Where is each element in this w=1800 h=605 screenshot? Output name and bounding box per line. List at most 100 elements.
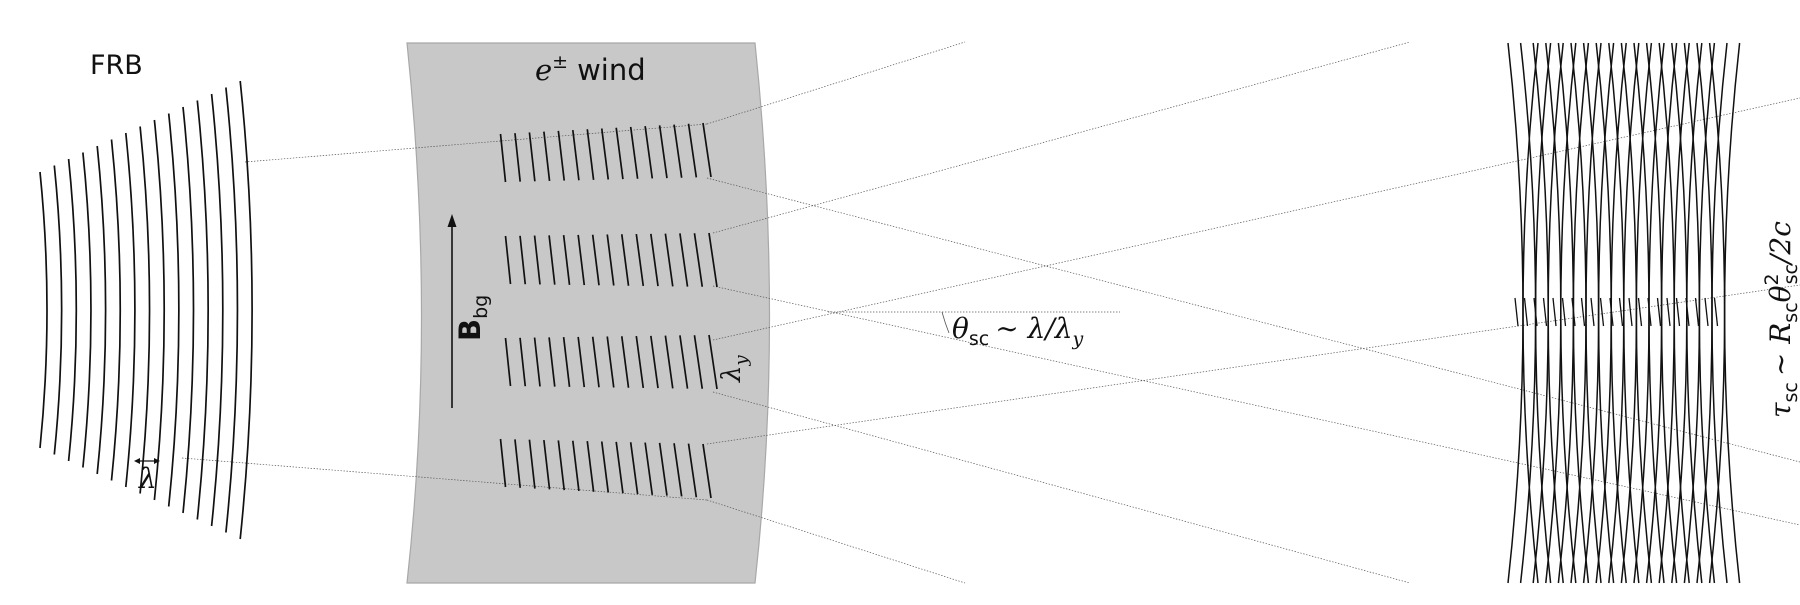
scattered-front-b <box>1673 42 1690 584</box>
scattered-tick <box>1637 297 1643 327</box>
frb-wavefront <box>225 87 239 533</box>
scattered-tick <box>1599 297 1605 327</box>
grating-stroke <box>519 235 527 285</box>
grating-stroke <box>693 233 704 287</box>
theta-angle-arc <box>941 311 950 334</box>
ray-line <box>706 499 966 584</box>
grating-stroke <box>499 133 507 183</box>
scattered-tick <box>1552 297 1557 327</box>
scattered-front-b <box>1723 42 1741 584</box>
ray-line <box>712 97 1800 341</box>
grating-stroke <box>548 337 556 387</box>
wind-label: e±wind <box>535 51 646 87</box>
ray-line <box>181 457 708 501</box>
grating-stroke <box>708 334 718 390</box>
grating-stroke <box>543 439 551 490</box>
scattered-tick <box>1561 297 1567 327</box>
scattered-tick <box>1713 297 1719 327</box>
scattered-front-a <box>1507 42 1524 584</box>
grating-stroke <box>528 439 536 489</box>
scattered-wavefronts <box>1507 42 1741 584</box>
ray-line <box>712 41 1411 234</box>
grating-stroke <box>650 335 659 389</box>
grating-stroke <box>504 235 512 285</box>
grating-stroke <box>620 336 630 388</box>
grating-stroke <box>504 337 512 387</box>
grating-stroke <box>635 233 645 287</box>
grating-stroke <box>708 232 718 288</box>
grating-stroke <box>702 122 712 178</box>
scattered-tick <box>1533 297 1538 327</box>
grating-stroke <box>629 442 639 495</box>
scattered-front-b <box>1635 42 1653 584</box>
grating-stroke <box>562 337 571 387</box>
grating-stroke <box>673 124 683 178</box>
grating-stroke <box>548 235 556 285</box>
grating-stroke <box>600 128 610 180</box>
magnetic-field-arrow <box>447 214 457 408</box>
scattered-tick <box>1694 297 1700 327</box>
grating-stroke <box>606 234 615 286</box>
grating-stroke <box>562 235 571 285</box>
scattered-front-b <box>1560 42 1577 584</box>
grating-stroke <box>687 123 698 178</box>
ray-line <box>706 177 1800 463</box>
ray-line <box>706 284 1800 445</box>
frb-wavefront <box>239 80 253 540</box>
frb-wavefront <box>39 171 48 449</box>
grating-stroke <box>499 438 507 488</box>
scattered-tick <box>1628 297 1633 327</box>
frb-wavefront <box>210 93 224 527</box>
grating-stroke <box>644 442 654 495</box>
grating-stroke <box>528 132 536 182</box>
grating-stroke <box>514 133 522 182</box>
frb-wavefront <box>196 100 209 520</box>
ray-line <box>712 285 1800 526</box>
grating-stroke <box>591 234 600 286</box>
scattered-tick <box>1514 297 1519 327</box>
grating-stroke <box>702 443 712 499</box>
lambda-y-label: λy <box>717 355 752 383</box>
grating-stroke <box>664 233 674 287</box>
frb-wavefront <box>139 126 151 494</box>
ray-lines <box>181 41 1800 584</box>
theta-sc-label: θsc∼ λ/λy <box>952 312 1084 350</box>
grating-stroke <box>606 336 615 388</box>
ray-line <box>706 41 966 125</box>
grating-stroke <box>600 441 610 493</box>
grating-stroke <box>533 337 541 387</box>
frb-wavefront <box>153 119 166 501</box>
grating-stroke <box>577 234 586 286</box>
grating-stroke <box>658 442 668 496</box>
scattered-tick <box>1666 297 1671 327</box>
scattered-tick <box>1704 297 1709 327</box>
scattered-tick <box>1571 297 1576 327</box>
grating-stroke <box>658 125 668 179</box>
frb-wavefronts <box>39 80 253 540</box>
scattered-front-b <box>1597 42 1615 584</box>
scattered-tick <box>1675 297 1681 327</box>
scattered-tick <box>1580 297 1586 327</box>
frb-wavefront <box>110 139 122 481</box>
grating-stroke <box>629 126 639 179</box>
grating-stroke <box>533 235 541 285</box>
grating-stroke <box>615 127 624 180</box>
scattered-front-b <box>1522 42 1539 584</box>
grating-stroke <box>586 441 595 492</box>
frb-wavefront <box>124 132 136 488</box>
scattered-front-b <box>1711 42 1728 584</box>
grating-stroke <box>543 131 551 182</box>
scattered-front-b <box>1660 42 1678 584</box>
ray-line <box>244 123 708 163</box>
frb-wavefront <box>96 145 107 475</box>
grating-stroke <box>620 234 630 286</box>
frb-wavefront <box>167 113 180 507</box>
frb-wavefront <box>67 158 78 462</box>
grating-stroke <box>673 443 683 497</box>
grating-stroke <box>557 440 566 491</box>
grating-stroke <box>557 130 566 181</box>
grating-stroke <box>687 443 698 498</box>
lambda-spacing-arrow <box>134 458 160 464</box>
lambda-label: λ <box>138 462 157 495</box>
